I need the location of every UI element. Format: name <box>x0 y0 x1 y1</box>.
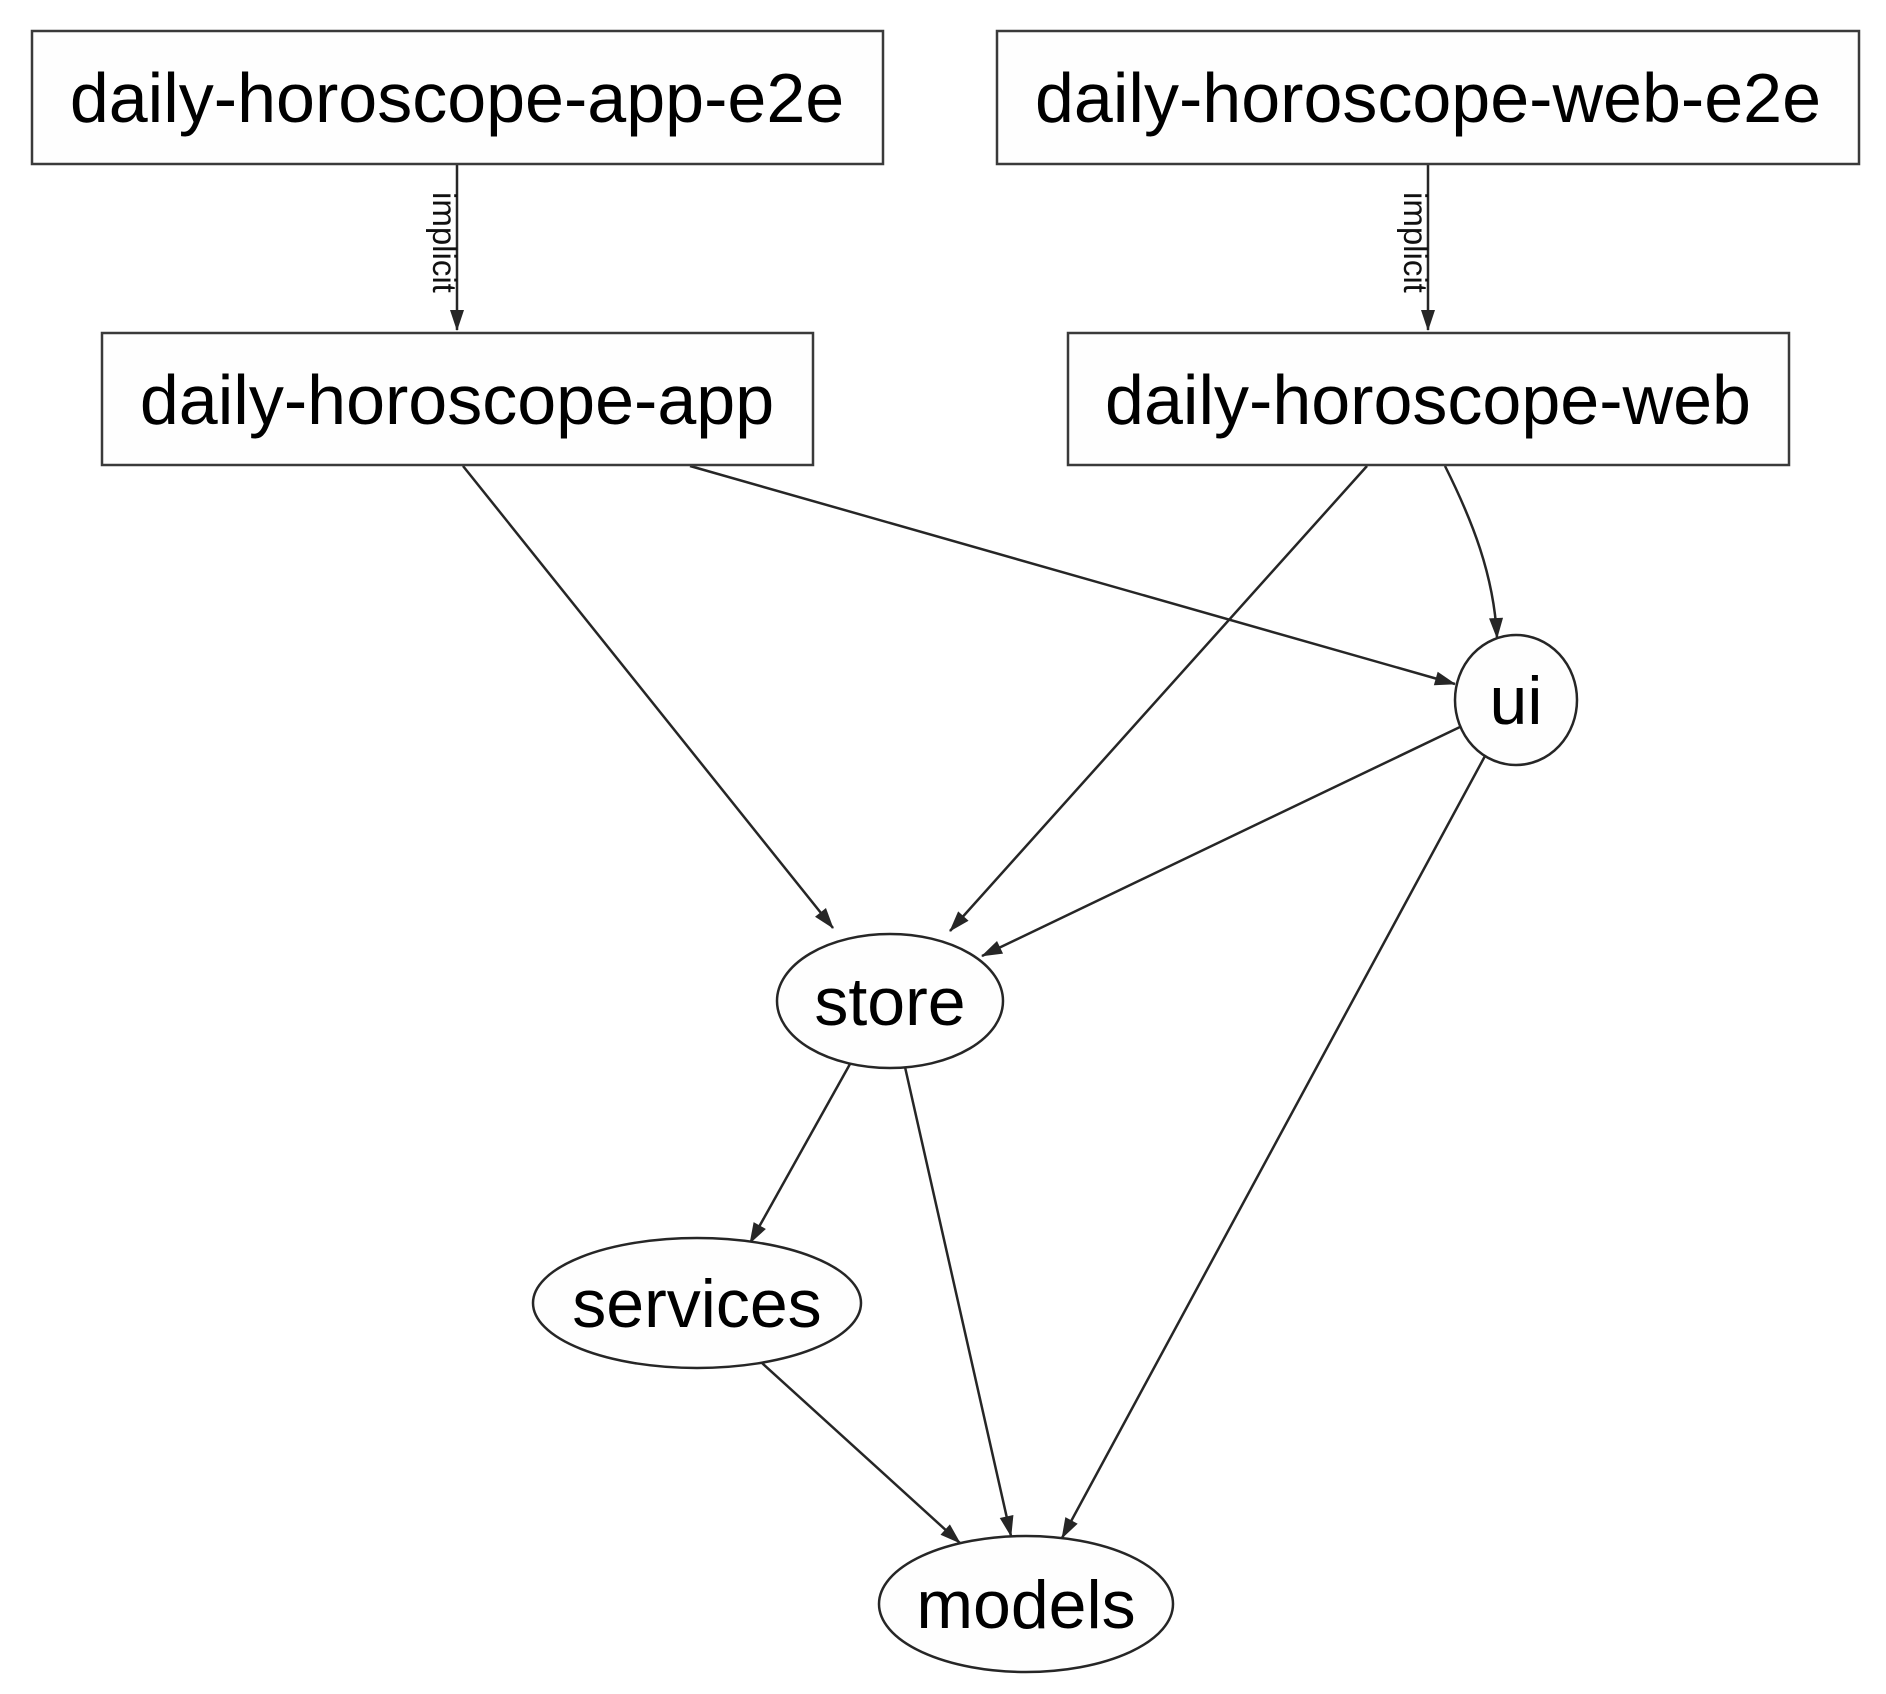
node-ui: ui <box>1453 633 1579 767</box>
node-models: models <box>877 1534 1175 1674</box>
edges: implicit implicit <box>426 164 1504 1544</box>
node-store: store <box>775 932 1005 1070</box>
edge-web-to-ui <box>1443 465 1504 639</box>
node-shape-daily-horoscope-app[interactable] <box>100 331 815 467</box>
edge-ui-to-store <box>981 725 1461 958</box>
edge-label-implicit-web: implicit <box>1397 192 1434 293</box>
node-label-daily-horoscope-web-e2e: daily-horoscope-web-e2e <box>1035 59 1821 137</box>
node-shape-daily-horoscope-web[interactable] <box>1066 331 1791 467</box>
edge-services-to-models <box>761 1362 961 1544</box>
node-label-ui: ui <box>1490 663 1543 739</box>
edge-label-implicit-app: implicit <box>426 192 463 293</box>
edge-app-to-store <box>462 465 834 929</box>
edge-store-to-services <box>748 1063 852 1244</box>
node-daily-horoscope-app: daily-horoscope-app <box>100 331 815 467</box>
node-label-services: services <box>572 1266 821 1342</box>
edge-store-to-models <box>903 1066 1014 1537</box>
edge-ui-to-models <box>1060 755 1487 1539</box>
node-label-store: store <box>814 964 965 1040</box>
node-shape-store[interactable] <box>775 932 1005 1070</box>
node-shape-services[interactable] <box>531 1236 863 1370</box>
node-daily-horoscope-web: daily-horoscope-web <box>1066 331 1791 467</box>
node-shape-daily-horoscope-web-e2e[interactable] <box>995 29 1861 166</box>
edge-app-to-ui <box>689 464 1456 686</box>
node-services: services <box>531 1236 863 1370</box>
node-label-daily-horoscope-app-e2e: daily-horoscope-app-e2e <box>70 59 844 137</box>
node-shape-daily-horoscope-app-e2e[interactable] <box>30 29 885 166</box>
edge-web-to-store <box>949 465 1368 932</box>
node-label-daily-horoscope-web: daily-horoscope-web <box>1105 361 1751 439</box>
node-daily-horoscope-web-e2e: daily-horoscope-web-e2e <box>995 29 1861 166</box>
node-label-daily-horoscope-app: daily-horoscope-app <box>140 361 774 439</box>
node-label-models: models <box>916 1567 1135 1643</box>
node-daily-horoscope-app-e2e: daily-horoscope-app-e2e <box>30 29 885 166</box>
node-shape-ui[interactable] <box>1453 633 1579 767</box>
node-shape-models[interactable] <box>877 1534 1175 1674</box>
